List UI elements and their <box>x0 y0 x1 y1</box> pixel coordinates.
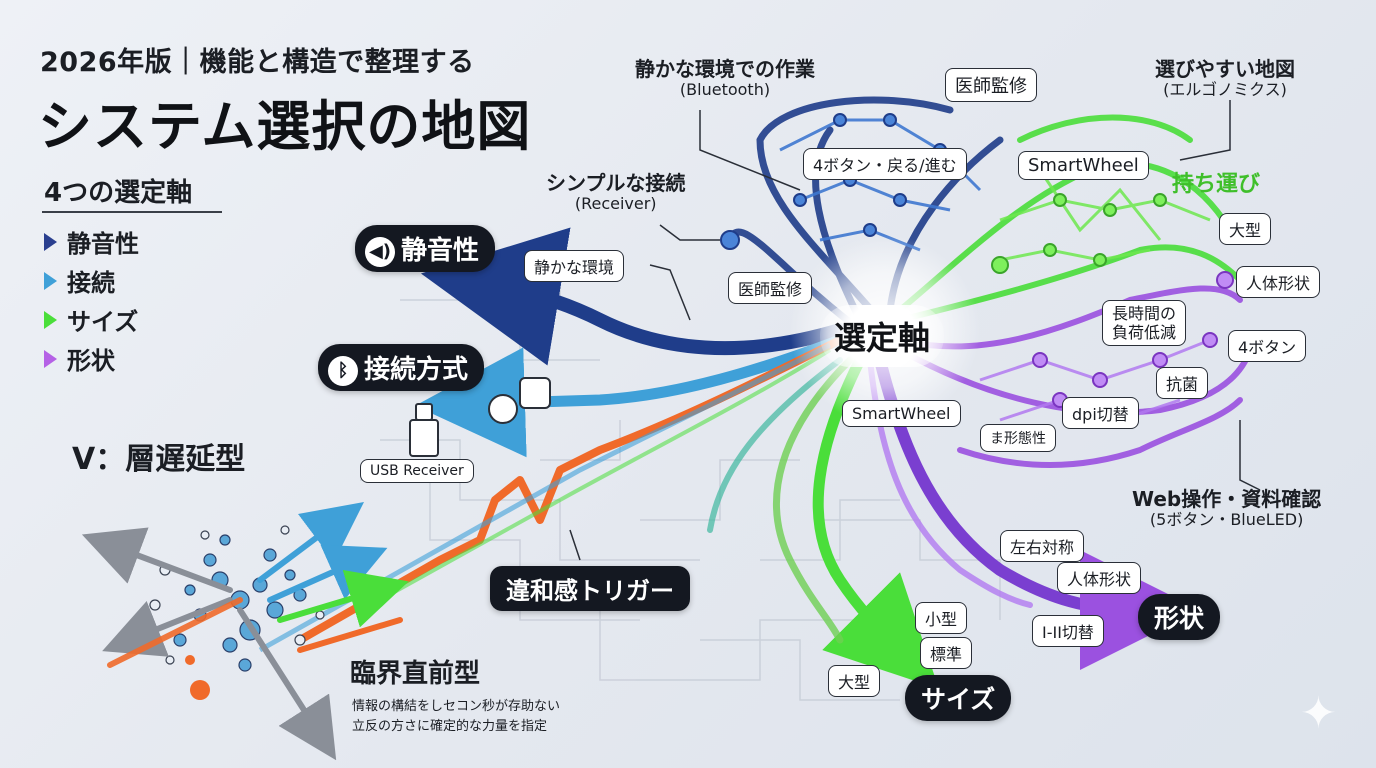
triangle-icon <box>44 271 57 290</box>
axis-item-label: 形状 <box>67 347 115 375</box>
page-title: システム選択の地図 <box>38 95 532 158</box>
tag-misc: ま形態性 <box>980 424 1056 452</box>
axis-item-label: サイズ <box>67 308 139 336</box>
tag-size-smartwheel: SmartWheel <box>842 400 961 427</box>
center-label: 選定軸 <box>820 305 945 367</box>
quiet-pill: ◀)静音性 <box>355 225 496 272</box>
tag-4buttons-back-forward: 4ボタン・戻る/進む <box>803 148 967 180</box>
portable-callout-title: 選びやすい地図 <box>1155 57 1295 81</box>
portable-callout: 選びやすい地図 (エルゴノミクス) <box>1155 58 1295 99</box>
quiet-callout-title: 静かな環境での作業 <box>635 57 815 81</box>
bluetooth-icon: ᛒ <box>328 355 358 386</box>
critical-title: 臨界直前型 <box>350 659 481 689</box>
web-callout: Web操作・資料確認 (5ボタン・BlueLED) <box>1132 488 1321 529</box>
tag-ergo-shape: 人体形状 <box>1057 562 1142 594</box>
triangle-icon <box>44 349 57 368</box>
tag-portable-smartwheel: SmartWheel <box>1018 151 1149 180</box>
tag-doctor-top: 医師監修 <box>945 68 1037 102</box>
axis-item-label: 接続 <box>67 269 115 297</box>
critical-description: 情報の構結をしセコン秒が存助ない 立反の方さに確定的な力量を指定 <box>352 697 560 736</box>
web-callout-sub: (5ボタン・BlueLED) <box>1149 510 1304 529</box>
tag-size-standard: 標準 <box>920 637 973 669</box>
axis-item-label: 静音性 <box>67 230 139 258</box>
axis-item-connection: 接続 <box>44 263 115 298</box>
tag-symmetric: 左右対称 <box>1000 530 1085 562</box>
tag-portable-ergo: 人体形状 <box>1236 266 1321 298</box>
trigger-pill: 違和感トリガー <box>490 566 690 611</box>
size-pill: サイズ <box>905 675 1012 721</box>
tag-portable-large: 大型 <box>1219 213 1272 245</box>
axis-item-shape: 形状 <box>44 341 115 376</box>
axes-heading: 4つの選定軸 <box>44 178 193 208</box>
v-type-label: V：層遅延型 <box>72 442 246 477</box>
critical-line-1: 情報の構結をしセコン秒が存助ない <box>352 699 561 714</box>
web-callout-title: Web操作・資料確認 <box>1132 487 1322 511</box>
connection-callout: シンプルな接続 (Receiver) <box>546 172 685 213</box>
connection-callout-title: シンプルな接続 <box>546 171 686 195</box>
axis-item-quiet: 静音性 <box>44 224 139 259</box>
tag-usb-receiver: USB Receiver <box>360 459 474 483</box>
usb-plug-icon <box>409 403 439 457</box>
tag-antibac: 抗菌 <box>1156 367 1209 399</box>
quiet-callout: 静かな環境での作業 (Bluetooth) <box>635 58 815 99</box>
page-subtitle: 2026年版｜機能と構造で整理する <box>40 47 475 78</box>
portable-callout-sub: (エルゴノミクス) <box>1163 80 1287 99</box>
critical-line-2: 立反の方さに確定的な力量を指定 <box>352 718 548 734</box>
sparkle-icon: ✦ <box>1300 688 1337 739</box>
triangle-icon <box>44 232 57 251</box>
tag-quiet-env: 静かな環境 <box>524 250 625 282</box>
tag-switch: I-II切替 <box>1032 615 1104 647</box>
tag-size-small: 小型 <box>915 602 968 634</box>
tag-size-large: 大型 <box>828 665 881 697</box>
connection-callout-sub: (Receiver) <box>574 194 657 213</box>
triangle-icon <box>44 310 57 329</box>
tag-4buttons: 4ボタン <box>1228 330 1307 362</box>
tag-longtime: 長時間の 負荷低減 <box>1102 300 1187 347</box>
quiet-callout-sub: (Bluetooth) <box>679 80 771 99</box>
axes-divider <box>42 211 222 213</box>
tag-dpi: dpi切替 <box>1062 397 1139 429</box>
shape-pill: 形状 <box>1138 594 1221 640</box>
axis-item-size: サイズ <box>44 302 138 337</box>
speaker-icon: ◀) <box>365 236 395 267</box>
portable-label: 持ち運び <box>1172 172 1261 197</box>
tag-doctor-mid: 医師監修 <box>728 272 813 304</box>
